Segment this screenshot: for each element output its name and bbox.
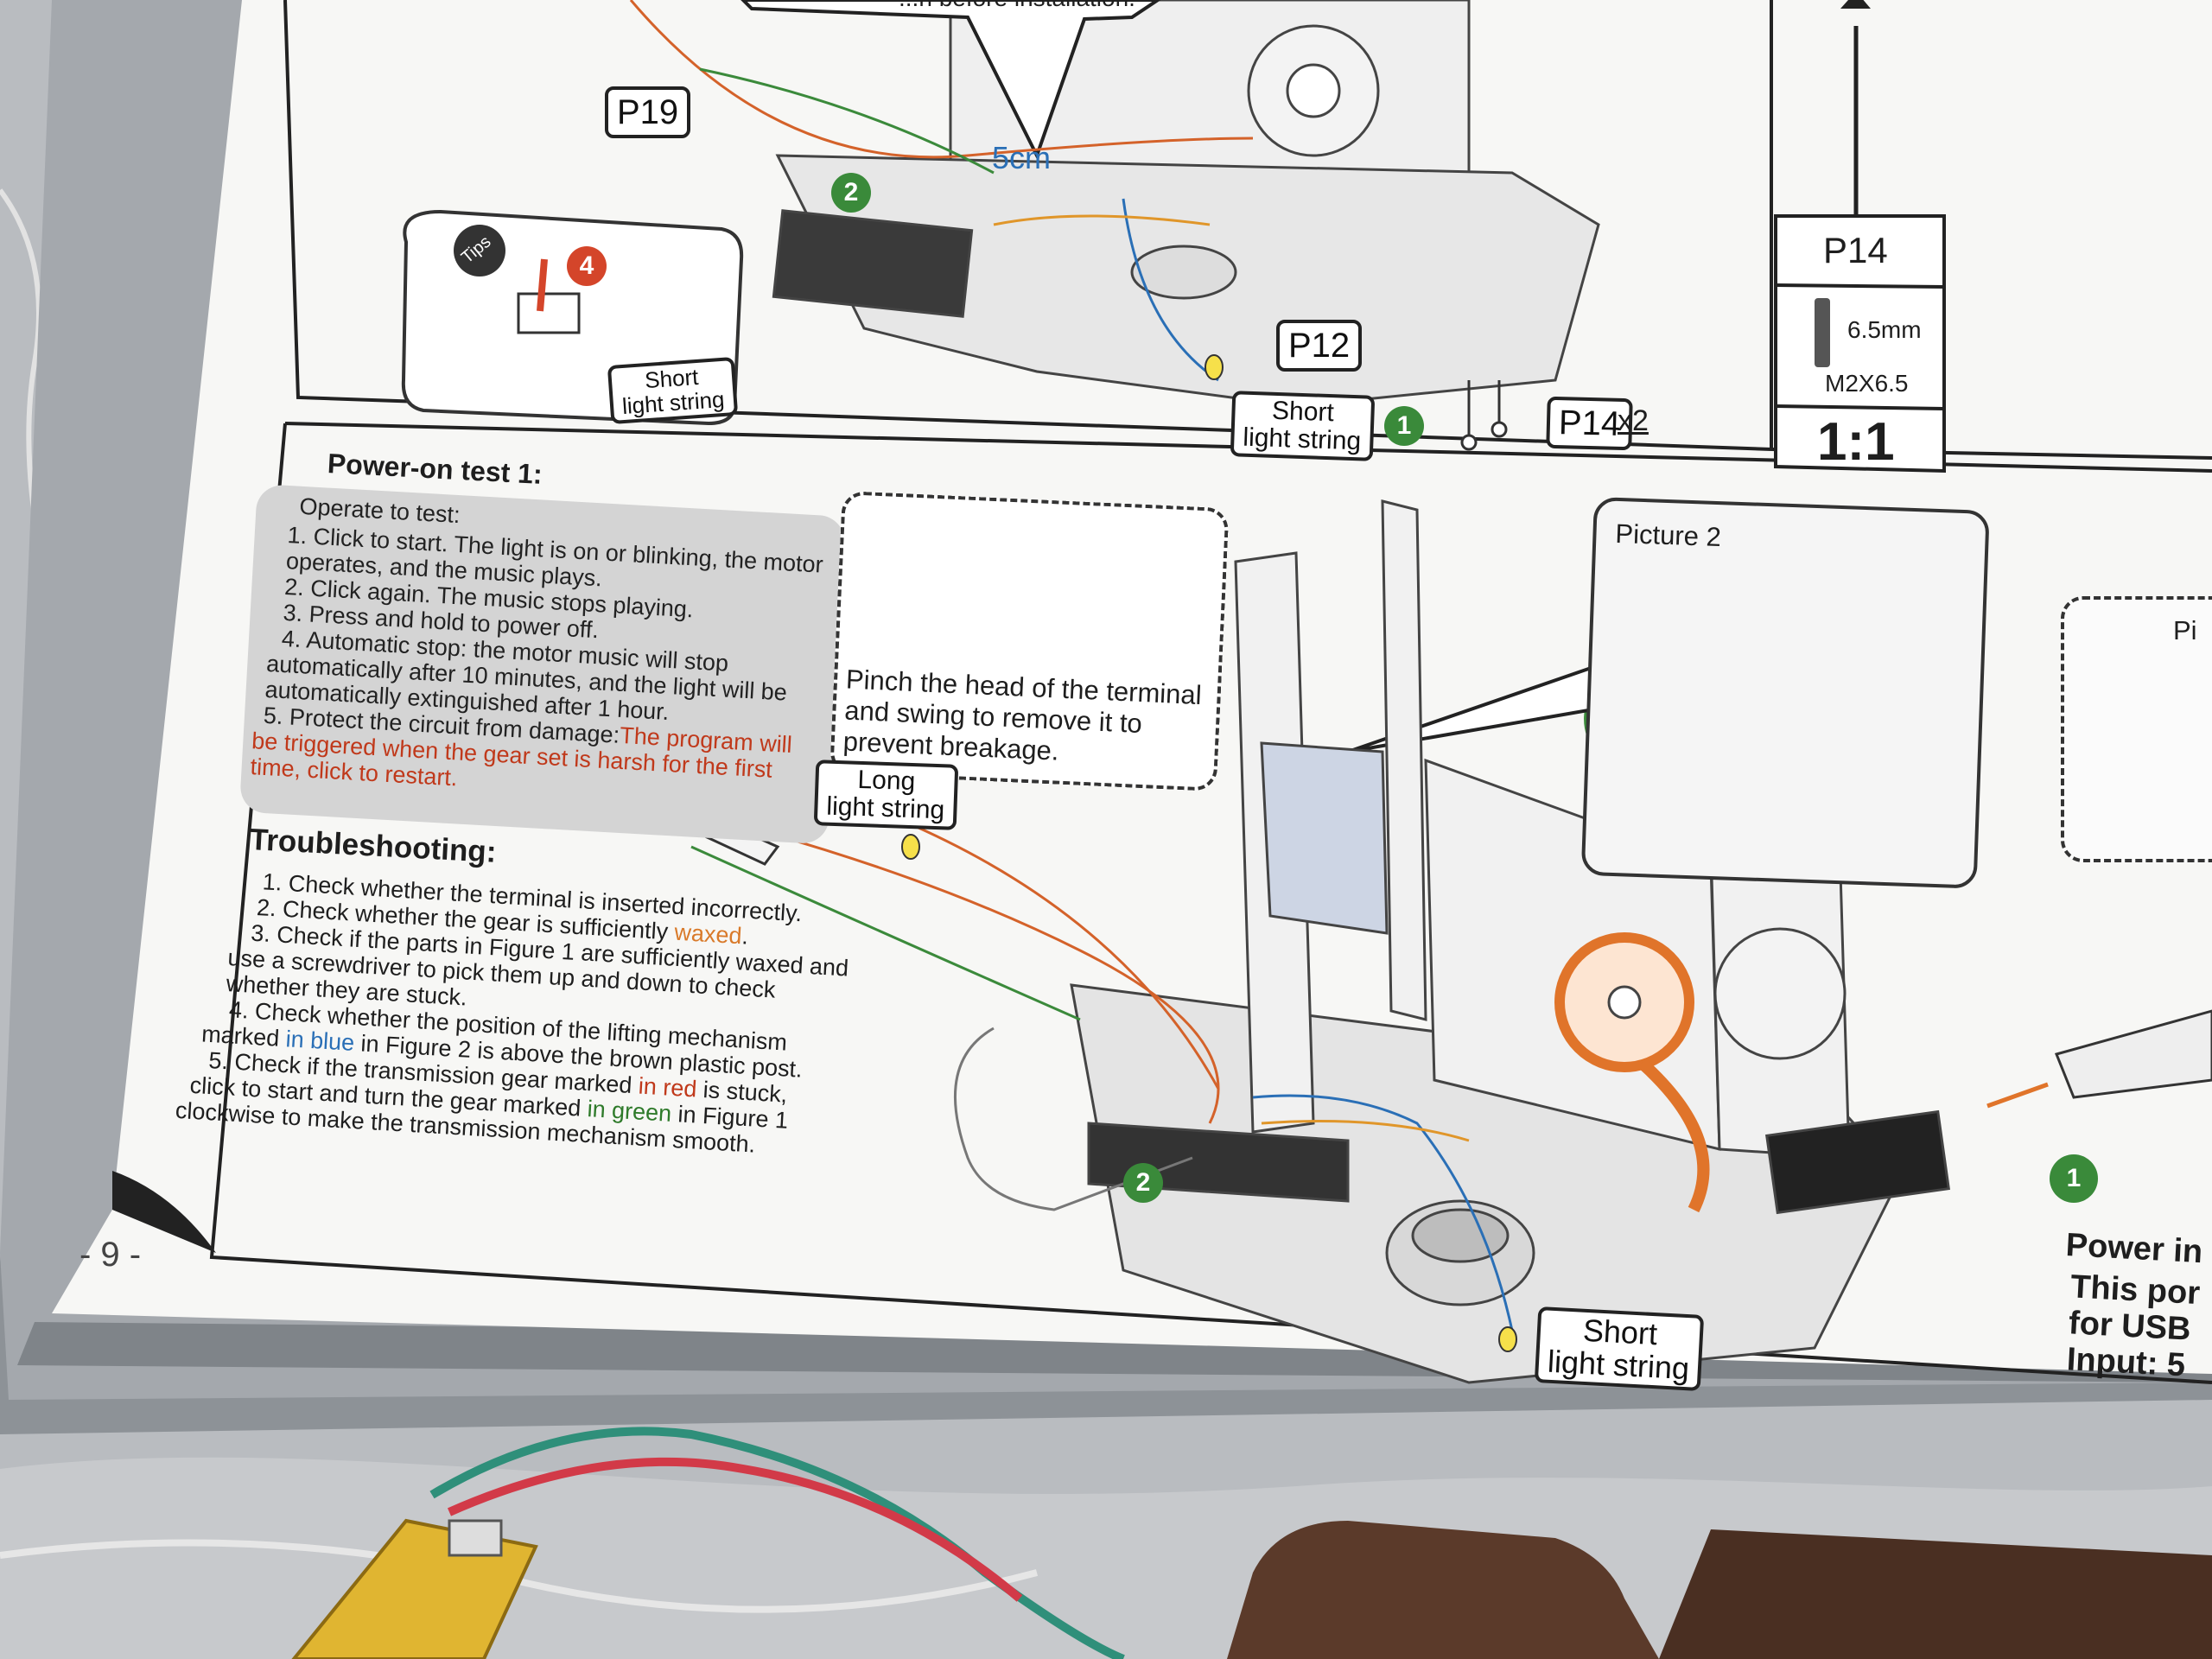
short-light-string-label-top-a: Short light string: [607, 356, 738, 425]
power-on-test-panel: Operate to test: 1. Click to start. The …: [238, 484, 846, 845]
top-notice-text: ...n before installation.: [899, 0, 1135, 12]
blue-highlight: in blue: [284, 1026, 356, 1056]
troubleshooting-text: .: [741, 923, 749, 950]
step-badge-two-bottom: 2: [1123, 1163, 1163, 1203]
step-badge-one-top: 1: [1384, 406, 1424, 446]
step-badge-one-bottom: 1: [2050, 1154, 2098, 1203]
picture-two-panel: Picture 2: [1580, 497, 1990, 889]
page-number: - 9 -: [79, 1236, 142, 1274]
screw-icon: [1815, 298, 1830, 367]
parts-card-title: P14: [1823, 230, 1888, 270]
picture-two-title: Picture 2: [1614, 518, 1722, 553]
part-label-p12: P12: [1276, 320, 1363, 372]
waxed-highlight: waxed: [673, 918, 743, 950]
partial-inset-panel: [2061, 596, 2212, 862]
troubleshooting-list: 1. Check whether the terminal is inserte…: [166, 864, 875, 1233]
p14-multiplier: x2: [1618, 404, 1649, 437]
tips-panel: Tips Pinch the head of the terminal and …: [830, 491, 1230, 791]
measurement-label: 5cm: [992, 140, 1052, 175]
red-highlight: in red: [638, 1072, 698, 1103]
tips-badge: Tips: [876, 510, 910, 542]
right-edge-line: Input: 5: [2065, 1341, 2187, 1384]
step-badge-two-top: 2: [831, 173, 871, 213]
part-label-p19: P19: [605, 86, 691, 138]
long-light-string-label: Long light string: [813, 760, 959, 830]
parts-card-spec: M2X6.5: [1825, 370, 1909, 397]
step-badge-four: 4: [567, 246, 607, 286]
parts-card-scale: 1:1: [1817, 412, 1895, 472]
right-edge-line: Power in: [2064, 1227, 2204, 1271]
partial-inset-title: Pi: [2173, 615, 2197, 645]
short-light-string-label-top-b: Short light string: [1230, 391, 1376, 461]
parts-card-length: 6.5mm: [1847, 316, 1922, 343]
short-light-string-label-bottom: Short light string: [1534, 1306, 1705, 1391]
